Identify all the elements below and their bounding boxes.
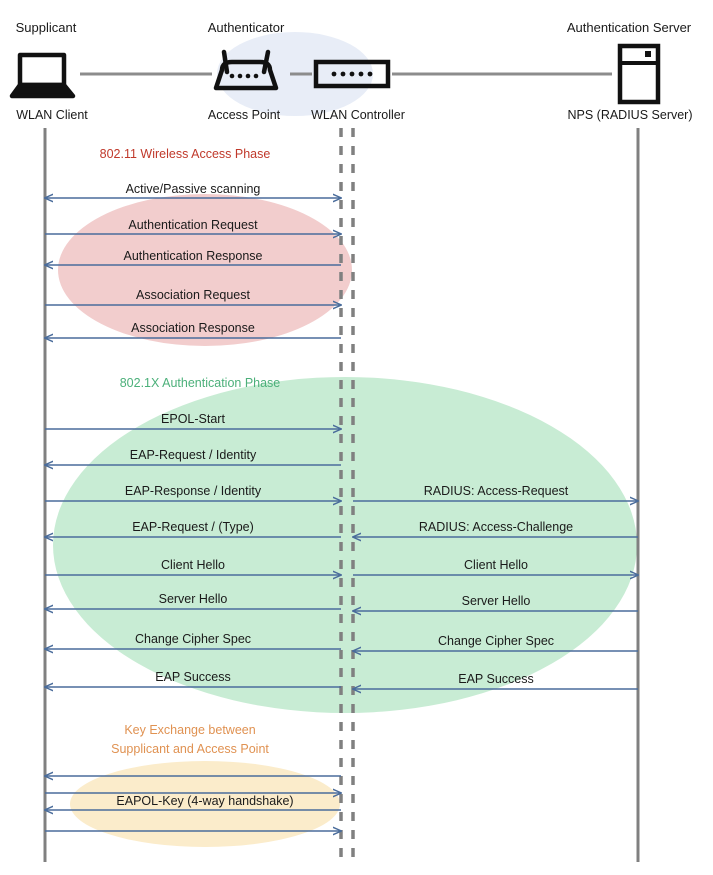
msg-label-radius-access-request: RADIUS: Access-Request (423, 484, 569, 498)
wireless-router-icon (213, 49, 279, 91)
msg-label-server-hello-right: Server Hello (461, 594, 531, 608)
actor-device-access-point: Access Point (207, 108, 281, 122)
msg-label-change-cipher-spec-right: Change Cipher Spec (437, 634, 555, 648)
msg-label-radius-access-challenge: RADIUS: Access-Challenge (418, 520, 574, 534)
ellipse-dot1x-auth-phase (53, 377, 637, 713)
msg-label-server-hello-left: Server Hello (158, 592, 228, 606)
phase-label-wireless-access: 802.11 Wireless Access Phase (99, 147, 271, 161)
actor-role-authentication-server: Authentication Server (566, 20, 692, 35)
message-arrows (45, 198, 638, 831)
msg-label-change-cipher-spec-left: Change Cipher Spec (134, 632, 252, 646)
actor-role-supplicant: Supplicant (15, 20, 77, 35)
msg-label-client-hello-left: Client Hello (161, 558, 225, 572)
actor-role-authenticator: Authenticator (207, 20, 285, 35)
server-tower-icon (617, 43, 661, 105)
msg-label-eapol-key-handshake: EAPOL-Key (4-way handshake) (116, 794, 294, 808)
actor-device-nps-radius-server: NPS (RADIUS Server) (567, 108, 693, 122)
lifelines (43, 128, 640, 862)
ellipse-key-exchange-phase (70, 761, 340, 847)
phase-ellipses (53, 32, 637, 847)
msg-label-eap-request-identity: EAP-Request / Identity (129, 448, 257, 462)
msg-label-authentication-request: Authentication Request (128, 218, 258, 232)
msg-label-association-request: Association Request (136, 288, 250, 302)
msg-label-eap-success-left: EAP Success (155, 670, 231, 684)
msg-label-epol-start: EPOL-Start (161, 412, 225, 426)
msg-label-authentication-response: Authentication Response (123, 249, 263, 263)
phase-label-key-exchange-line1: Key Exchange between (124, 723, 256, 737)
phase-label-dot1x-auth: 802.1X Authentication Phase (119, 376, 281, 390)
msg-label-eap-request-type: EAP-Request / (Type) (132, 520, 254, 534)
actor-device-wlan-client: WLAN Client (16, 108, 88, 122)
laptop-icon (9, 52, 76, 99)
actor-device-wlan-controller: WLAN Controller (311, 108, 405, 122)
phase-label-key-exchange: Key Exchange between Supplicant and Acce… (90, 721, 290, 759)
network-switch-icon (313, 59, 391, 89)
msg-label-active-passive-scanning: Active/Passive scanning (125, 182, 261, 196)
ellipse-wireless-access-phase (58, 194, 352, 346)
msg-label-eap-success-right: EAP Success (458, 672, 534, 686)
msg-label-client-hello-right: Client Hello (464, 558, 528, 572)
msg-label-association-response: Association Response (131, 321, 255, 335)
phase-label-key-exchange-line2: Supplicant and Access Point (111, 741, 269, 756)
msg-label-eap-response-identity: EAP-Response / Identity (124, 484, 262, 498)
